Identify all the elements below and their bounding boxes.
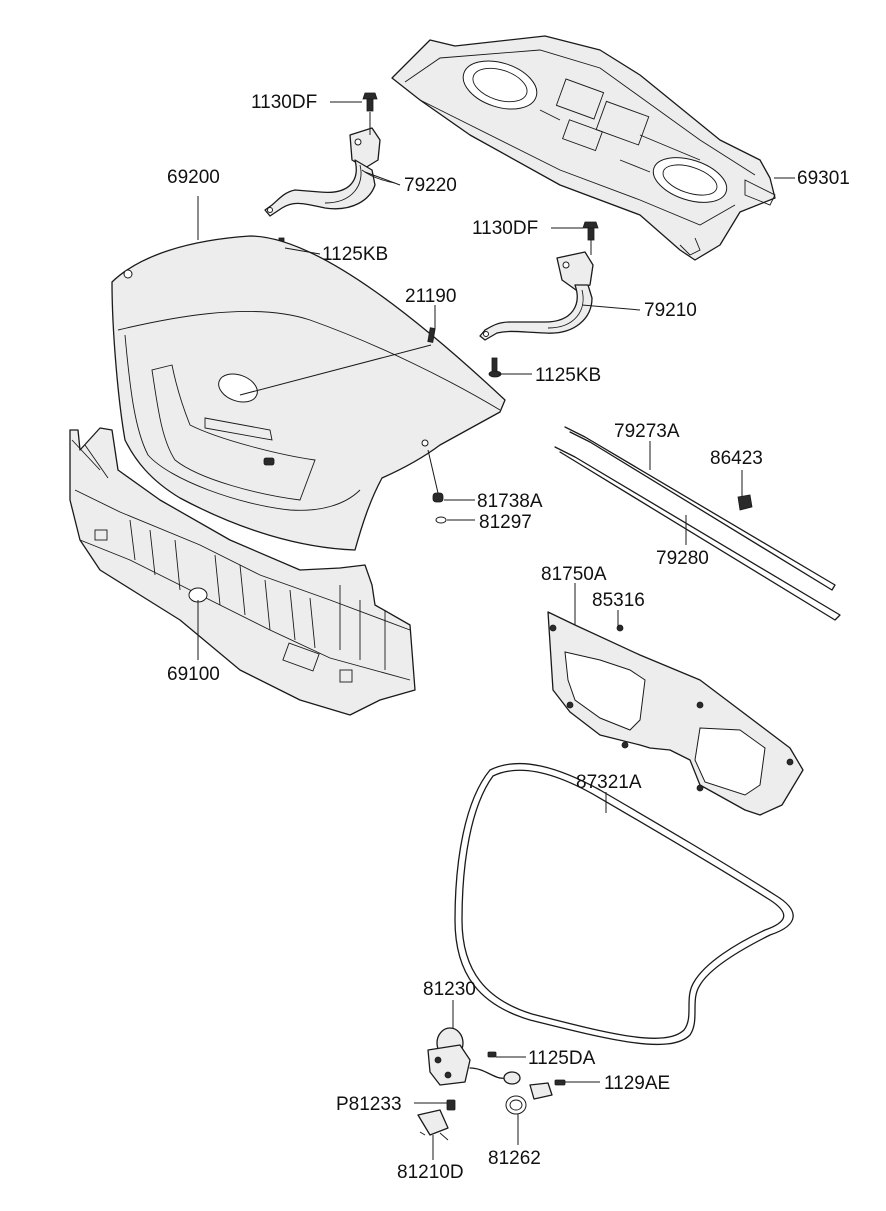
part-label-p81233: P81233 — [336, 1094, 402, 1115]
part-label-81738a: 81738A — [477, 491, 543, 512]
leader-lines — [197, 101, 795, 1160]
part-label-81750a: 81750A — [541, 564, 607, 585]
left-hinge-drawing — [264, 92, 396, 217]
torsion-bars-drawing — [554, 426, 841, 621]
part-label-81297: 81297 — [479, 512, 532, 533]
pin-21190 — [427, 327, 436, 343]
part-label-1125da: 1125DA — [528, 1048, 596, 1069]
part-label-1125kb-a: 1125KB — [322, 244, 388, 265]
part-label-21190: 21190 — [405, 286, 456, 307]
part-label-87321a: 87321A — [576, 772, 642, 793]
trunk-lid-drawing — [111, 235, 506, 551]
part-label-79220: 79220 — [404, 175, 457, 196]
latch-81210d — [417, 1109, 449, 1141]
part-label-81210d: 81210D — [397, 1162, 464, 1183]
trunk-latch-drawing — [427, 1027, 471, 1086]
back-panel-drawing — [69, 427, 416, 716]
part-label-69200: 69200 — [167, 167, 220, 188]
right-hinge-drawing — [479, 221, 599, 341]
cable-actuator-drawing — [469, 1067, 521, 1085]
part-label-79210: 79210 — [644, 300, 697, 321]
part-labels: 69301 1130DF 79220 1125KB 69200 1130DF 2… — [167, 92, 850, 1183]
part-label-1129ae: 1129AE — [604, 1073, 670, 1094]
ring-81297 — [435, 516, 447, 524]
part-label-69100: 69100 — [167, 664, 220, 685]
bolt-1125da — [487, 1051, 497, 1058]
part-label-1130df-a: 1130DF — [251, 92, 317, 113]
part-label-79273a: 79273A — [614, 421, 680, 442]
lock-cylinder-drawing — [529, 1079, 566, 1100]
trim-panel-drawing — [547, 611, 804, 816]
part-label-85316: 85316 — [592, 590, 645, 611]
package-tray-panel-drawing — [391, 35, 776, 261]
part-label-79280: 79280 — [656, 548, 709, 569]
bumper-81738a — [432, 492, 444, 503]
part-label-86423: 86423 — [710, 448, 763, 469]
part-label-69301: 69301 — [797, 168, 850, 189]
weatherstrip-drawing — [454, 762, 794, 1046]
part-label-1130df-b: 1130DF — [472, 218, 538, 239]
switch-p81233 — [446, 1099, 456, 1111]
seal-81262 — [505, 1095, 527, 1115]
part-label-81262: 81262 — [488, 1148, 541, 1169]
part-label-81230: 81230 — [423, 979, 476, 1000]
part-label-1125kb-b: 1125KB — [535, 365, 601, 386]
